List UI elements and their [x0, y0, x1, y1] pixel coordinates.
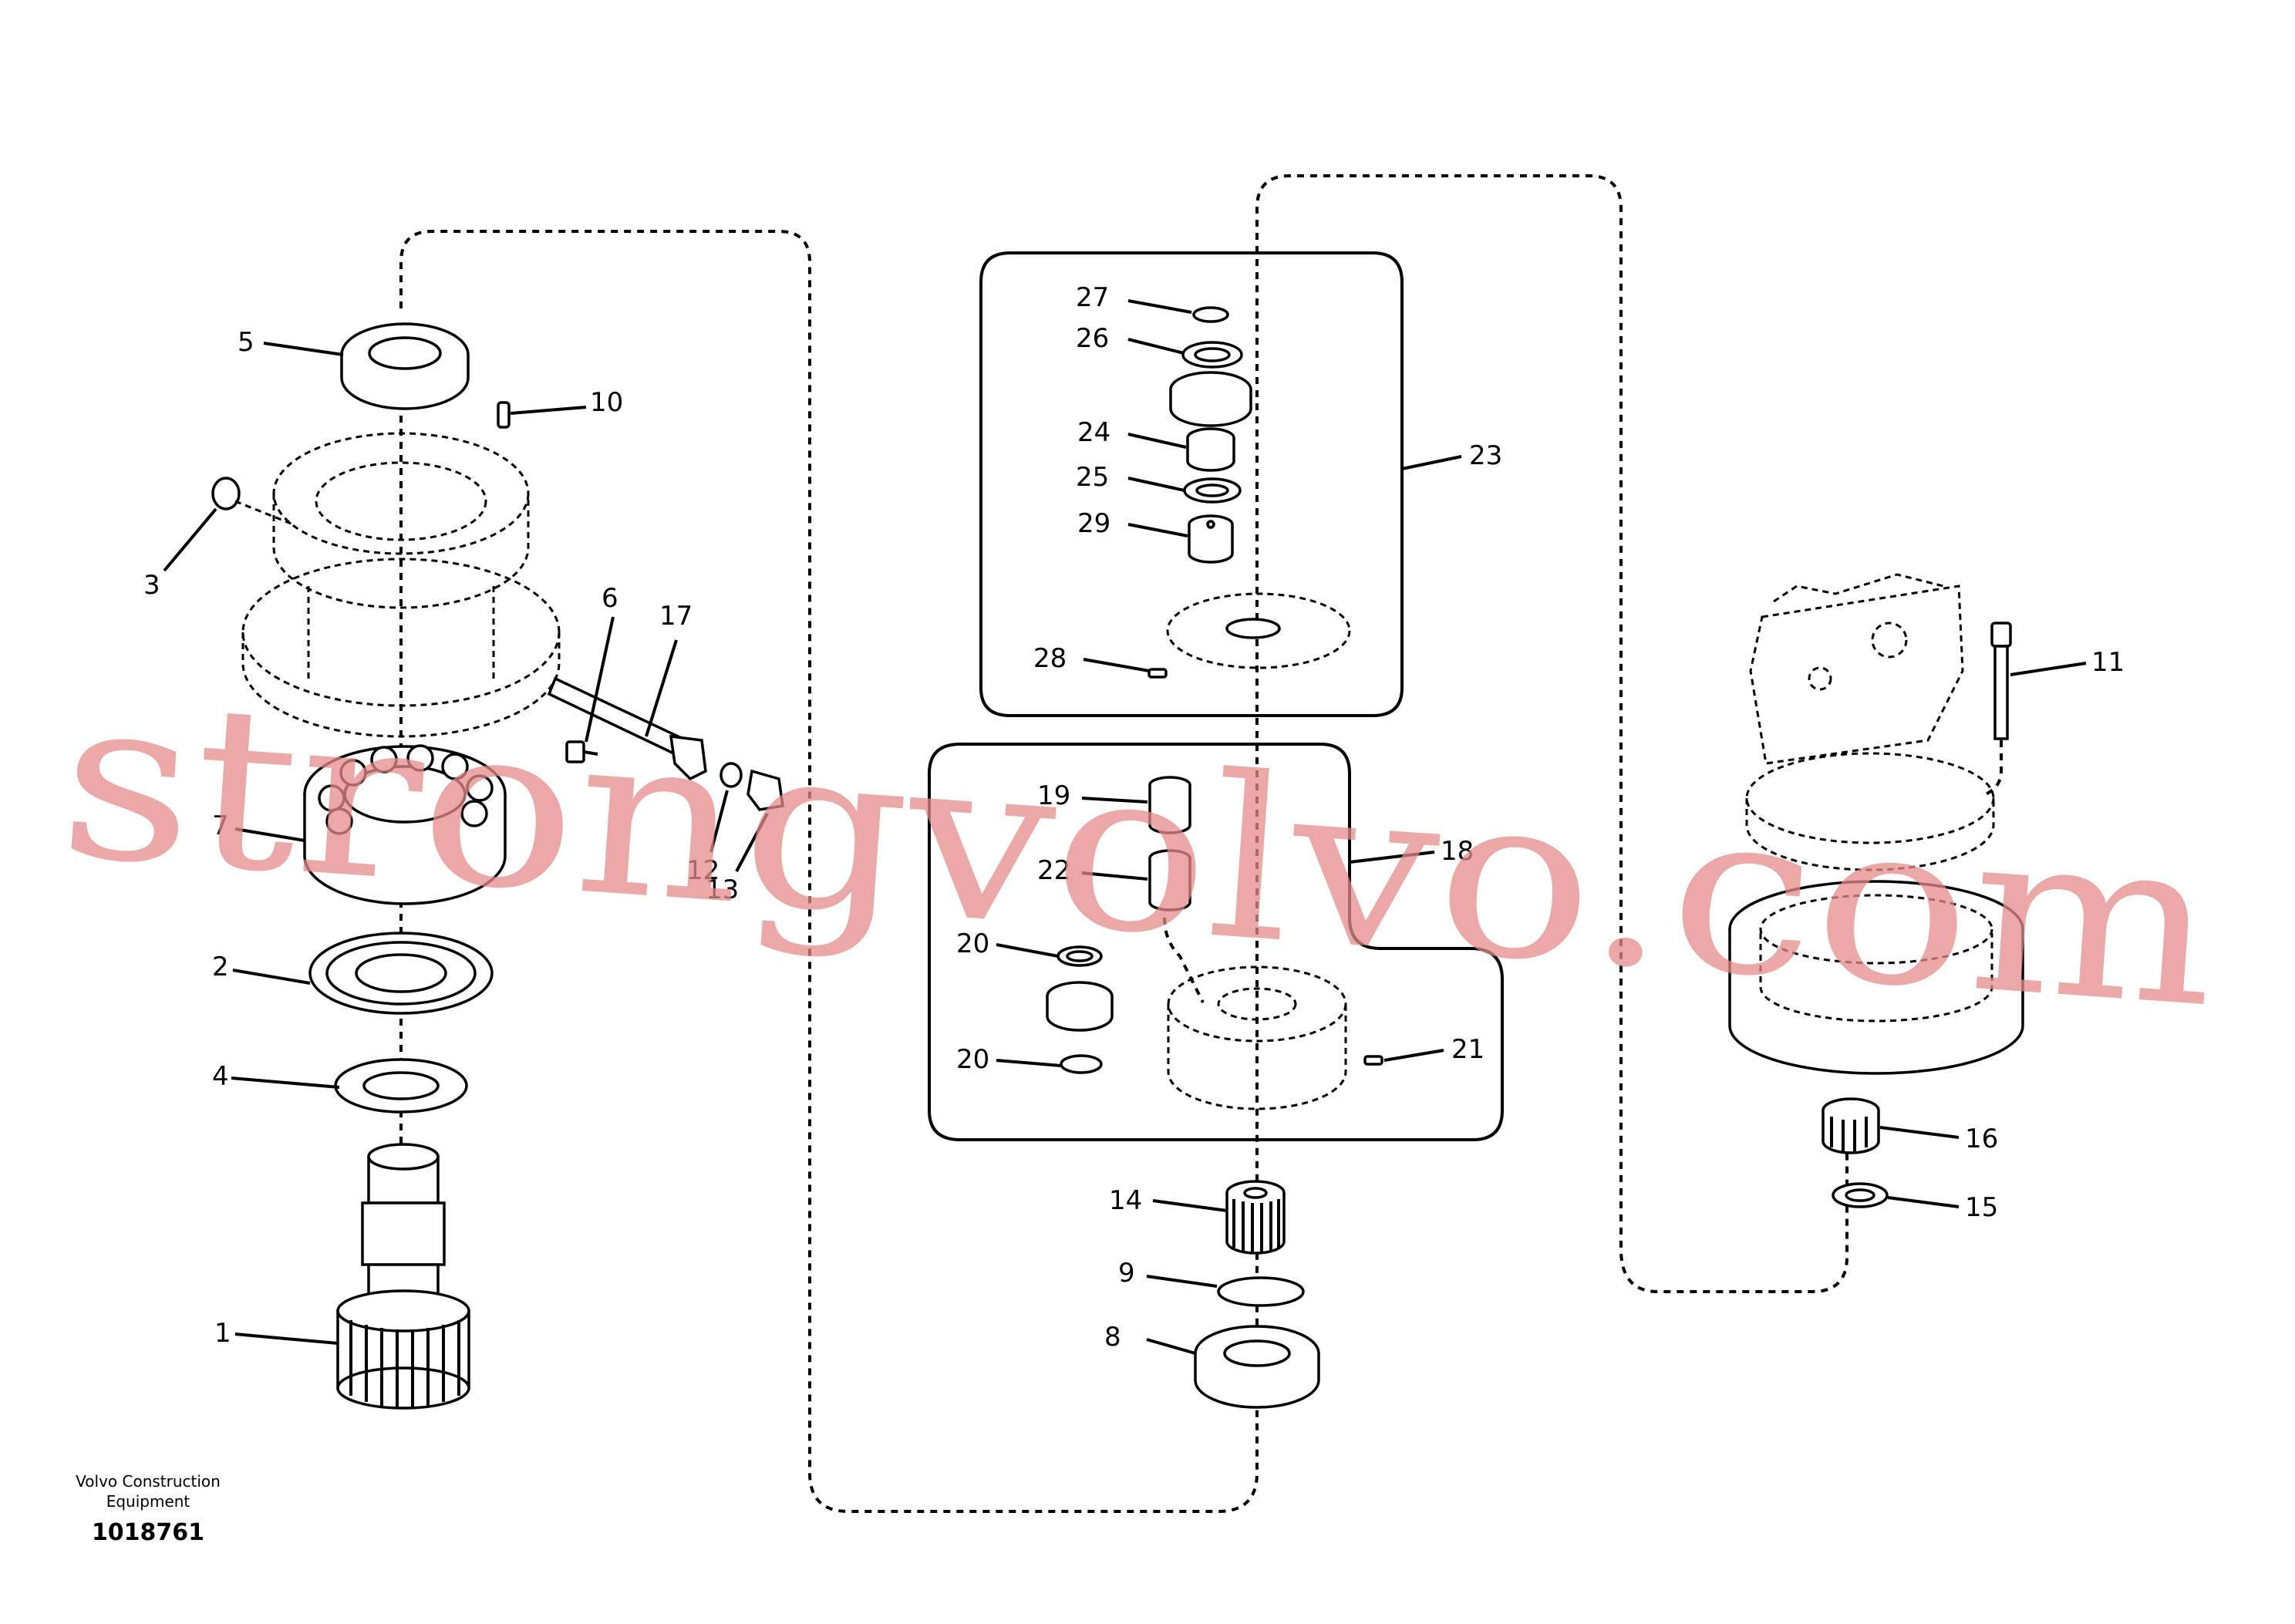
part-7-roller-bearing	[303, 744, 507, 905]
part-3-plug	[211, 477, 241, 510]
part-20-washer-lower	[1060, 1054, 1103, 1074]
callout-23: 23	[1469, 440, 1502, 471]
assembly-path-right	[1255, 174, 1848, 1293]
callout-16: 16	[1965, 1124, 1998, 1154]
part-9-snap-ring	[1217, 1276, 1305, 1307]
callout-5: 5	[238, 327, 254, 358]
callout-19: 19	[1037, 780, 1070, 811]
callout-7: 7	[212, 810, 229, 841]
assembly-path-pin	[1163, 917, 1205, 1003]
callout-1: 1	[214, 1318, 231, 1349]
callout-12: 12	[686, 855, 720, 886]
group-box-23	[979, 251, 1404, 717]
callout-29: 29	[1077, 508, 1110, 539]
part-12-oring	[720, 762, 743, 788]
part-20-washer	[1057, 945, 1103, 967]
part-24-bushing	[1186, 427, 1235, 472]
leader-lines	[163, 299, 2087, 1355]
part-11-bolt	[1990, 622, 2012, 740]
part-15-washer	[1832, 1182, 1889, 1208]
callout-18: 18	[1441, 836, 1474, 867]
part-27-snap-ring	[1192, 306, 1229, 323]
part-2-thrust-plate	[308, 932, 494, 1015]
callout-8: 8	[1104, 1322, 1121, 1353]
callout-11: 11	[2091, 647, 2125, 678]
part-16-gear	[1822, 1097, 1880, 1154]
callout-22: 22	[1037, 855, 1070, 886]
callout-24: 24	[1077, 417, 1110, 448]
bolt-guide	[1985, 740, 2003, 796]
callout-21: 21	[1451, 1034, 1485, 1065]
callout-13: 13	[706, 874, 739, 905]
part-22-bushing	[1148, 849, 1191, 911]
part-19-pin	[1148, 776, 1191, 834]
callout-25: 25	[1076, 462, 1109, 493]
part-14-sun-gear	[1225, 1180, 1286, 1255]
part-25-washer	[1183, 477, 1242, 504]
brand-line-2: Equipment	[106, 1492, 190, 1511]
part-29-pin	[1188, 514, 1234, 564]
ring-gear-right	[1728, 880, 2024, 1075]
callout-15: 15	[1965, 1192, 1998, 1223]
swing-motor	[1745, 573, 1995, 871]
callout-3: 3	[143, 570, 160, 601]
callout-14: 14	[1109, 1185, 1142, 1216]
part-26-washer	[1181, 341, 1243, 369]
planet-carrier-lower	[1167, 965, 1347, 1110]
callout-26: 26	[1076, 323, 1109, 354]
part-28-pin	[1148, 668, 1168, 679]
callout-17: 17	[659, 601, 693, 632]
callout-28: 28	[1033, 643, 1067, 674]
part-21-pin	[1363, 1055, 1383, 1066]
part-17-shaft	[547, 676, 707, 781]
part-3-guide	[234, 500, 294, 526]
assembly-path-left	[399, 230, 1259, 1513]
brand-line-1: Volvo Construction	[76, 1472, 221, 1491]
group-box-18	[928, 743, 1504, 1141]
part-13-plug	[746, 769, 784, 811]
callout-labels: 5 10 3 6 17 7 12 13 2 4 1 27 26 24 25 29…	[143, 282, 2125, 1353]
callout-2: 2	[212, 952, 229, 982]
callout-9: 9	[1118, 1258, 1135, 1289]
planet-gear-lower	[1046, 981, 1114, 1032]
part-10-pin	[497, 401, 511, 429]
callout-6: 6	[602, 583, 618, 614]
callout-4: 4	[212, 1061, 229, 1092]
callout-27: 27	[1076, 282, 1109, 313]
planet-gear-upper	[1169, 371, 1252, 427]
callout-10: 10	[590, 387, 623, 418]
document-number: 1018761	[92, 1519, 204, 1546]
part-6-fitting	[565, 740, 598, 763]
part-8-ball-bearing	[1194, 1325, 1320, 1409]
part-1-output-shaft	[336, 1143, 470, 1410]
carrier-plate	[1166, 592, 1351, 669]
ring-gear-housing	[241, 432, 561, 738]
callout-20: 20	[956, 928, 989, 959]
part-4-washer	[334, 1058, 468, 1114]
callout-20-lower: 20	[956, 1044, 989, 1075]
part-5-seal	[340, 322, 470, 410]
